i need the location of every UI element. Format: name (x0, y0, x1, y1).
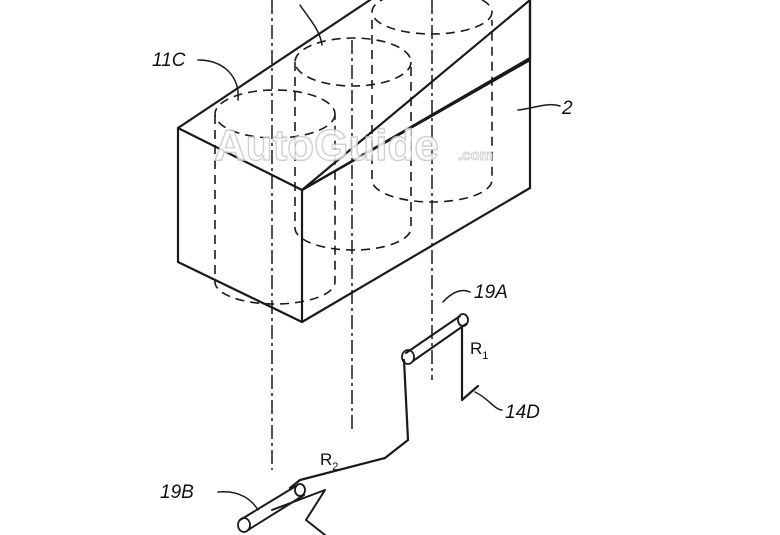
probe-tip-bottom (271, 489, 326, 535)
cylinder-back-top (371, 0, 493, 35)
label-contact-bottom: 19B (160, 482, 194, 503)
label-r1-main: R (470, 339, 482, 358)
contact-pin-19b (237, 483, 326, 535)
watermark: AutoGuide .com (213, 120, 493, 170)
cylinder-front-body (214, 115, 336, 305)
label-contact-top: 19A (474, 282, 508, 303)
label-r2-main: R (320, 450, 332, 469)
watermark-text: AutoGuide (214, 121, 439, 170)
box-top-left-edge (176, 0, 372, 130)
leader-lines (197, 4, 561, 511)
box-top-front-edge (300, 58, 532, 192)
cylinder-middle-top (294, 37, 412, 87)
battery-module-box (176, 0, 532, 324)
label-probe: 14D (505, 402, 540, 423)
box-bottom-edge (300, 186, 532, 324)
label-r1-sub: 1 (482, 350, 488, 362)
leader-2 (517, 103, 561, 111)
leader-14d (474, 391, 503, 411)
label-r2-sub: 2 (332, 461, 338, 473)
reference-labels: 11C 2 19A R1 14D R2 19B (152, 50, 573, 503)
wire-r1 (460, 324, 480, 402)
label-module: 2 (561, 98, 573, 119)
leader-11c (197, 59, 239, 101)
watermark-suffix: .com (458, 147, 493, 164)
label-cell: 11C (152, 50, 186, 71)
contact-pin-19a (401, 313, 469, 365)
leader-top-cell (299, 4, 323, 46)
hidden-cylinders (214, 20, 493, 305)
label-resistance-bottom: R2 (320, 450, 338, 473)
cylinder-middle-body (294, 62, 412, 251)
leader-19a (442, 289, 471, 303)
cylinder-front-top (214, 89, 336, 139)
probe-wiring (288, 324, 480, 490)
cylinder-tops (214, 0, 493, 139)
label-resistance-top: R1 (470, 339, 488, 362)
wire-r2 (288, 358, 410, 490)
cylinder-back-body (371, 20, 493, 203)
leader-19b (217, 491, 259, 511)
cell-axis-lines (271, 0, 433, 470)
